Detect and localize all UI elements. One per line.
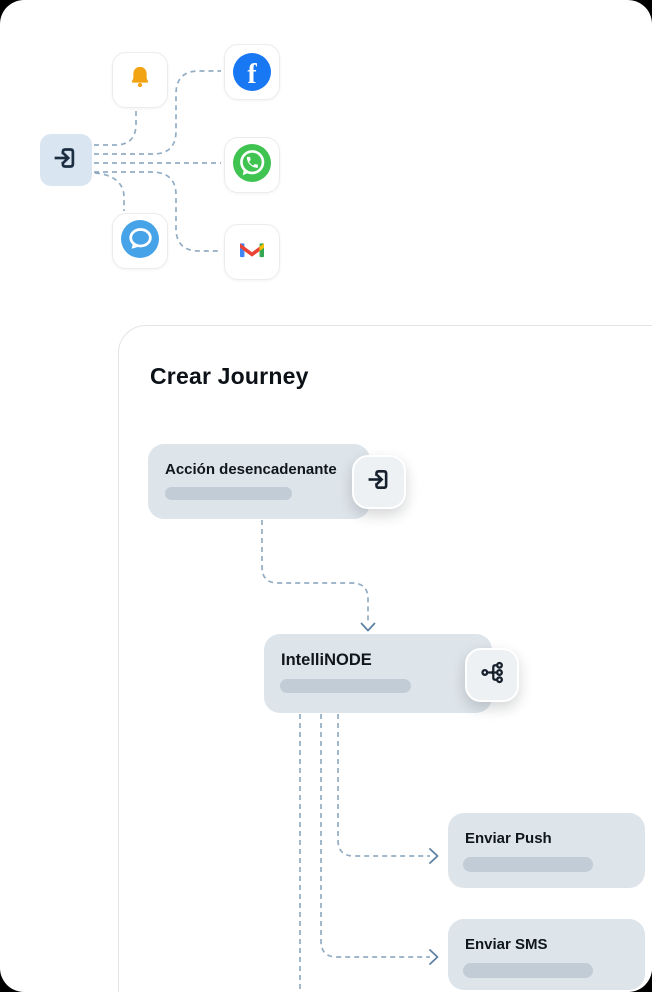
intellinode-node-label: IntelliNODE bbox=[281, 651, 372, 669]
entry-source-tile[interactable] bbox=[40, 134, 92, 186]
trigger-node-label: Acción desencadenante bbox=[165, 461, 337, 478]
bell-icon bbox=[125, 63, 155, 98]
login-icon bbox=[366, 466, 393, 498]
notification-channel-tile[interactable] bbox=[112, 52, 168, 108]
trigger-node-button[interactable] bbox=[352, 455, 406, 509]
connector-entry-chat bbox=[94, 172, 125, 211]
login-icon bbox=[52, 144, 80, 177]
whatsapp-icon bbox=[233, 143, 271, 187]
send-push-node-placeholder bbox=[463, 857, 593, 872]
facebook-icon: f bbox=[233, 53, 271, 91]
send-sms-node-label: Enviar SMS bbox=[465, 936, 548, 953]
facebook-channel-tile[interactable]: f bbox=[224, 44, 280, 100]
chat-channel-tile[interactable] bbox=[112, 213, 168, 269]
send-push-node-label: Enviar Push bbox=[465, 830, 552, 847]
branch-icon bbox=[479, 659, 506, 691]
trigger-node-placeholder bbox=[165, 487, 292, 500]
chat-bubble-icon bbox=[121, 219, 159, 263]
trigger-node[interactable]: Acción desencadenante bbox=[148, 444, 370, 519]
whatsapp-channel-tile[interactable] bbox=[224, 137, 280, 193]
intellinode-node[interactable]: IntelliNODE bbox=[264, 634, 492, 713]
send-push-node[interactable]: Enviar Push bbox=[448, 813, 645, 888]
facebook-f-glyph: f bbox=[247, 59, 257, 90]
gmail-channel-tile[interactable] bbox=[224, 224, 280, 280]
intellinode-node-placeholder bbox=[280, 679, 411, 693]
journey-card-title: Crear Journey bbox=[150, 363, 309, 389]
send-sms-node-placeholder bbox=[463, 963, 593, 978]
send-sms-node[interactable]: Enviar SMS bbox=[448, 919, 645, 990]
connector-entry-bell bbox=[94, 108, 137, 146]
gmail-icon bbox=[236, 237, 268, 268]
intellinode-node-button[interactable] bbox=[465, 648, 519, 702]
